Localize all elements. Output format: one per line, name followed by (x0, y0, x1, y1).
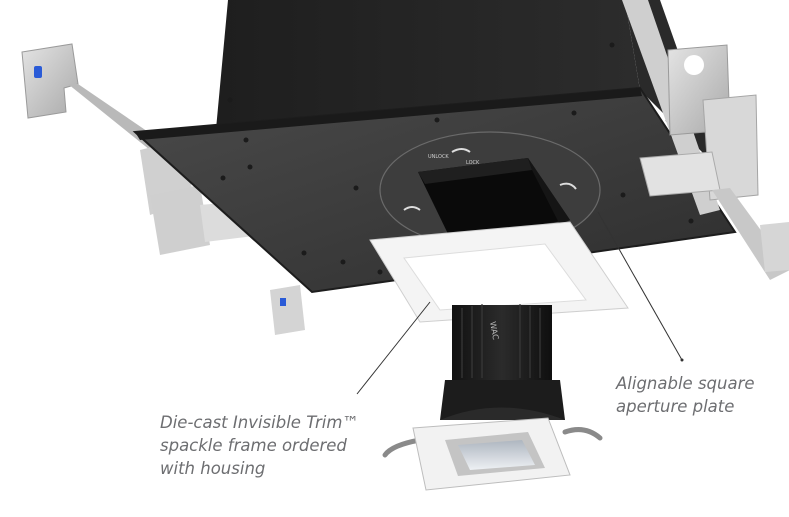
callout-spackle-frame: Die-cast Invisible Trim™ spackle frame o… (160, 411, 359, 480)
leader-line-plate (597, 211, 683, 361)
led-module: WAC (440, 304, 565, 420)
lock-arrow-icon (559, 182, 577, 190)
leader-line-trim (356, 301, 431, 395)
callout-line: aperture plate (616, 397, 735, 416)
leader-dot (680, 358, 684, 362)
blue-clip-icon (280, 298, 286, 306)
callout-line: Die-cast Invisible Trim™ (160, 413, 359, 432)
svg-text:UNLOCK: UNLOCK (428, 154, 449, 160)
spackle-frame (369, 221, 629, 323)
brand-mark: WAC (488, 321, 500, 341)
callout-aperture-plate: Alignable square aperture plate (616, 372, 755, 418)
square-trim (382, 417, 603, 491)
svg-text:LOCK: LOCK (466, 160, 480, 166)
right-mounting-bracket (622, 0, 789, 280)
aperture-plate: UNLOCK LOCK (379, 131, 601, 249)
lock-arrow-icon (403, 206, 421, 211)
blue-clip-icon (34, 66, 42, 78)
callout-line: Alignable square (616, 374, 755, 393)
callout-line: spackle frame ordered (160, 436, 347, 455)
callout-line: with housing (160, 459, 266, 478)
lock-arrow-icon (451, 148, 471, 153)
